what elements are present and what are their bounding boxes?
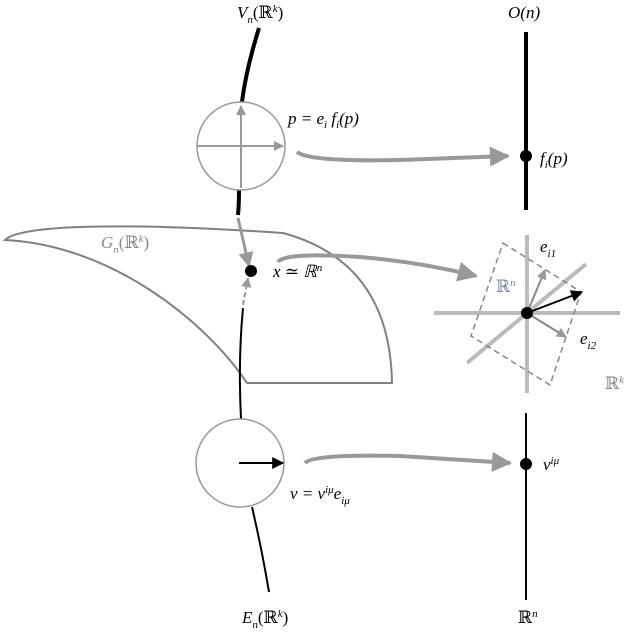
stiefel-curve xyxy=(240,27,261,103)
grassmannian-label: Gn(ℝk) xyxy=(101,233,149,256)
orthogonal-label: O(n) xyxy=(508,3,540,22)
base-point-x xyxy=(245,265,257,277)
vector-bundle-curve xyxy=(238,307,244,420)
rn-bottom-label: ℝn xyxy=(518,608,538,627)
fi-point xyxy=(520,150,532,162)
e-i1-label: ei1 xyxy=(540,237,556,260)
e-i2-label: ei2 xyxy=(580,329,597,352)
v-imu-label: viμ xyxy=(543,455,560,474)
map-arrow-frame xyxy=(295,146,510,167)
vector-bundle-label: En(ℝk) xyxy=(241,608,288,631)
projection-arrow-down xyxy=(236,217,254,268)
e-i1-arrow xyxy=(526,269,547,314)
v-point xyxy=(520,458,532,470)
vector-arrow xyxy=(526,290,584,314)
rk-space-label: ℝk xyxy=(605,374,625,393)
map-arrow-plane xyxy=(276,253,478,282)
rn-plane-dashed xyxy=(470,241,582,387)
stiefel-curve-lower xyxy=(236,189,241,216)
p-equation-label: p = ei fi(p) xyxy=(287,109,359,131)
x-iso-label: x ≃ ℝn xyxy=(272,262,323,281)
stiefel-label: Vn(ℝk) xyxy=(237,3,283,26)
rn-plane-label: ℝn xyxy=(496,277,516,296)
grassmannian-region xyxy=(2,225,394,384)
plane-origin xyxy=(521,307,533,319)
v-equation-label: v = viμeiμ xyxy=(290,484,350,507)
vector-bundle-curve-lower xyxy=(251,506,270,593)
fi-label: fi(p) xyxy=(540,149,568,171)
map-arrow-vector xyxy=(303,451,512,472)
e-i2-arrow xyxy=(526,312,567,338)
projection-arrow-up xyxy=(241,277,252,306)
